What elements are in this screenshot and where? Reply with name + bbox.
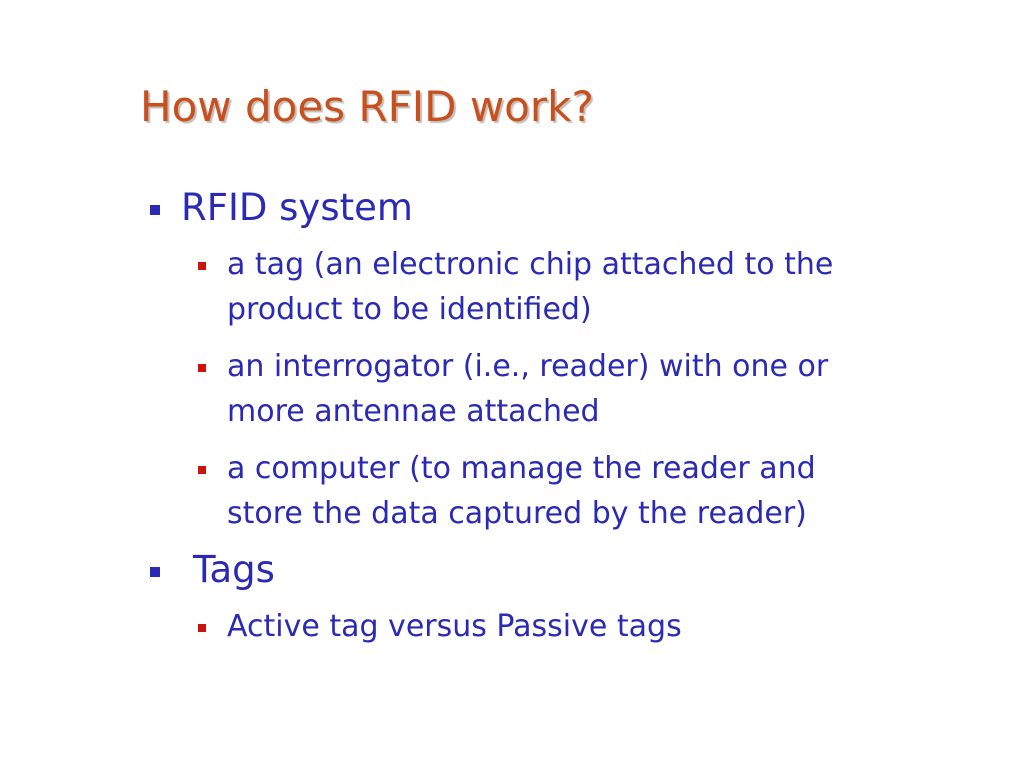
square-bullet-icon <box>198 364 206 372</box>
sub-list-tags: Active tag versus Passive tags <box>191 604 945 649</box>
bullet-text: Tags <box>193 548 275 591</box>
sub-bullet-tag: a tag (an electronic chip attached to th… <box>191 242 945 332</box>
square-bullet-icon <box>150 205 160 215</box>
sub-bullet-line: a tag (an electronic chip attached to th… <box>227 247 834 282</box>
sub-bullet-line: store the data captured by the reader) <box>227 496 807 531</box>
square-bullet-icon <box>198 262 206 270</box>
bullet-rfid-system: RFID system <box>145 186 945 230</box>
sub-bullet-interrogator: an interrogator (i.e., reader) with one … <box>191 344 945 434</box>
bullet-list: RFID system a tag (an electronic chip at… <box>145 186 945 661</box>
sub-bullet-line: more antennae attached <box>227 394 600 429</box>
slide-title: How does RFID work? <box>140 82 594 131</box>
sub-bullet-line: a computer (to manage the reader and <box>227 451 816 486</box>
square-bullet-icon <box>198 466 206 474</box>
sub-bullet-line: product to be identified) <box>227 292 592 327</box>
bullet-tags: Tags <box>145 548 945 592</box>
bullet-text: RFID system <box>181 186 413 229</box>
sub-bullet-computer: a computer (to manage the reader and sto… <box>191 446 945 536</box>
sub-list-rfid-system: a tag (an electronic chip attached to th… <box>191 242 945 536</box>
square-bullet-icon <box>150 567 160 577</box>
sub-bullet-active-passive: Active tag versus Passive tags <box>191 604 945 649</box>
square-bullet-icon <box>198 624 206 632</box>
sub-bullet-line: an interrogator (i.e., reader) with one … <box>227 349 829 384</box>
sub-bullet-line: Active tag versus Passive tags <box>227 609 682 644</box>
